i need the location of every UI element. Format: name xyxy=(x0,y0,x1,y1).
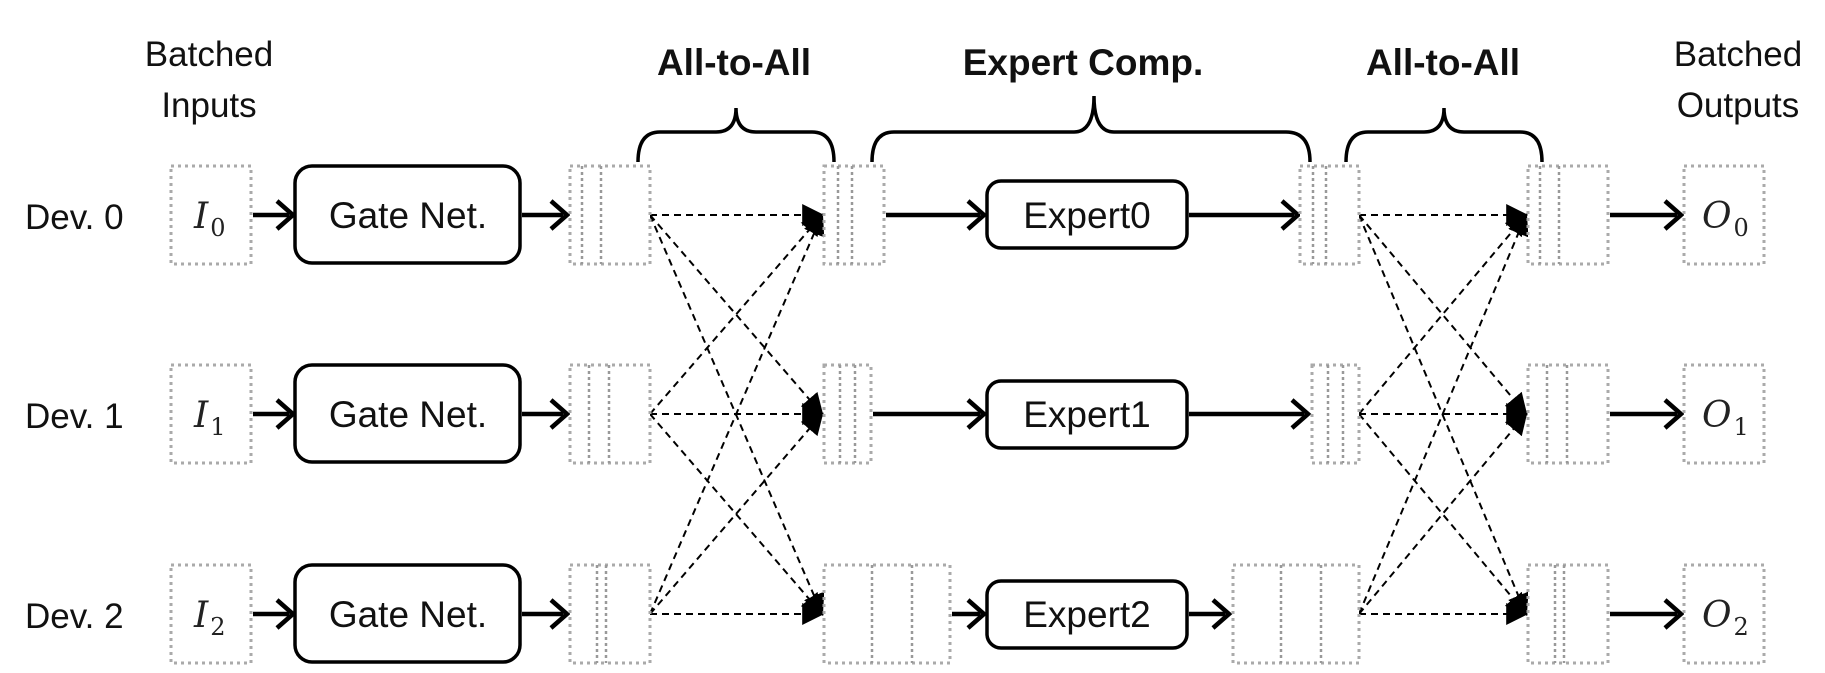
expert-output-token-stack xyxy=(1298,164,1361,266)
expert-label: Expert1 xyxy=(1023,394,1151,435)
expert-box[interactable] xyxy=(985,579,1189,650)
output-symbol: O0 xyxy=(1702,196,1749,242)
expert-box[interactable] xyxy=(985,179,1189,250)
gated-token-stack xyxy=(568,563,652,665)
input-symbol: I0 xyxy=(193,196,226,242)
batched-input-box xyxy=(169,164,253,266)
arrow-head xyxy=(275,598,297,630)
combined-token-stack xyxy=(1526,164,1610,266)
gate-net-label: Gate Net. xyxy=(329,195,487,236)
device-label: Dev. 1 xyxy=(25,397,124,436)
device-label: Dev. 2 xyxy=(25,597,124,636)
header-batched-outputs-line2: Outputs xyxy=(1677,86,1800,125)
arrow-head xyxy=(1211,598,1233,630)
header-batched-outputs-line1: Batched xyxy=(1674,35,1802,74)
gated-token-stack xyxy=(568,164,652,266)
header-all-to-all-right: All-to-All xyxy=(1366,42,1520,83)
batched-input-box xyxy=(169,363,253,465)
arrow-head xyxy=(549,398,571,430)
combined-token-stack xyxy=(1526,363,1610,465)
output-symbol: O1 xyxy=(1702,395,1749,441)
arrow-head xyxy=(1663,598,1685,630)
arrow-head xyxy=(966,398,988,430)
arrow-head xyxy=(966,199,988,231)
all-to-all-left-connections xyxy=(649,204,825,625)
dispatched-token-stack xyxy=(822,363,873,465)
gate-net-label: Gate Net. xyxy=(329,594,487,635)
header-batched-inputs-line1: Batched xyxy=(145,35,273,74)
brace-all-to-all-right xyxy=(1344,107,1544,163)
arrow-head xyxy=(549,199,571,231)
arrow-head xyxy=(1280,199,1302,231)
expert-label: Expert0 xyxy=(1023,195,1151,236)
header-batched-inputs: Batched Inputs xyxy=(145,35,273,125)
arrow-head xyxy=(1663,199,1685,231)
gate-net-box[interactable] xyxy=(293,164,522,265)
expert-label: Expert2 xyxy=(1023,594,1151,635)
brace-all-to-all-left xyxy=(636,107,836,163)
brace-expert-comp xyxy=(870,95,1312,163)
arrow-head xyxy=(1290,398,1312,430)
output-symbol: O2 xyxy=(1702,595,1749,641)
header-expert-comp: Expert Comp. xyxy=(963,42,1204,83)
row-dev-2: Dev. 2 I2 Gate Net. Expert2 xyxy=(25,563,1766,665)
gated-token-stack xyxy=(568,363,652,465)
expert-output-token-stack xyxy=(1231,563,1361,665)
batched-output-box xyxy=(1682,363,1766,465)
arrow-head xyxy=(1663,398,1685,430)
header-all-to-all-left: All-to-All xyxy=(657,42,811,83)
row-dev-0: Dev. 0 I0 Gate Net. Expert0 xyxy=(25,164,1766,266)
arrow-head xyxy=(966,598,988,630)
batched-output-box xyxy=(1682,563,1766,665)
header-batched-inputs-line2: Inputs xyxy=(161,86,256,125)
expert-output-token-stack xyxy=(1310,363,1361,465)
gate-net-box[interactable] xyxy=(293,363,522,464)
dispatched-token-stack xyxy=(822,164,886,266)
gate-net-label: Gate Net. xyxy=(329,394,487,435)
header-batched-outputs: Batched Outputs xyxy=(1674,35,1802,125)
device-label: Dev. 0 xyxy=(25,198,124,237)
all-to-all-right-connections xyxy=(1358,204,1529,625)
arrow-head xyxy=(275,398,297,430)
combined-token-stack xyxy=(1526,563,1610,665)
dispatched-token-stack xyxy=(822,563,952,665)
batched-output-box xyxy=(1682,164,1766,266)
expert-box[interactable] xyxy=(985,379,1189,450)
row-dev-1: Dev. 1 I1 Gate Net. Expert1 xyxy=(25,363,1766,465)
gate-net-box[interactable] xyxy=(293,563,522,664)
arrow-head xyxy=(275,199,297,231)
input-symbol: I2 xyxy=(193,595,226,641)
arrow-head xyxy=(549,598,571,630)
input-symbol: I1 xyxy=(193,395,226,441)
batched-input-box xyxy=(169,563,253,665)
